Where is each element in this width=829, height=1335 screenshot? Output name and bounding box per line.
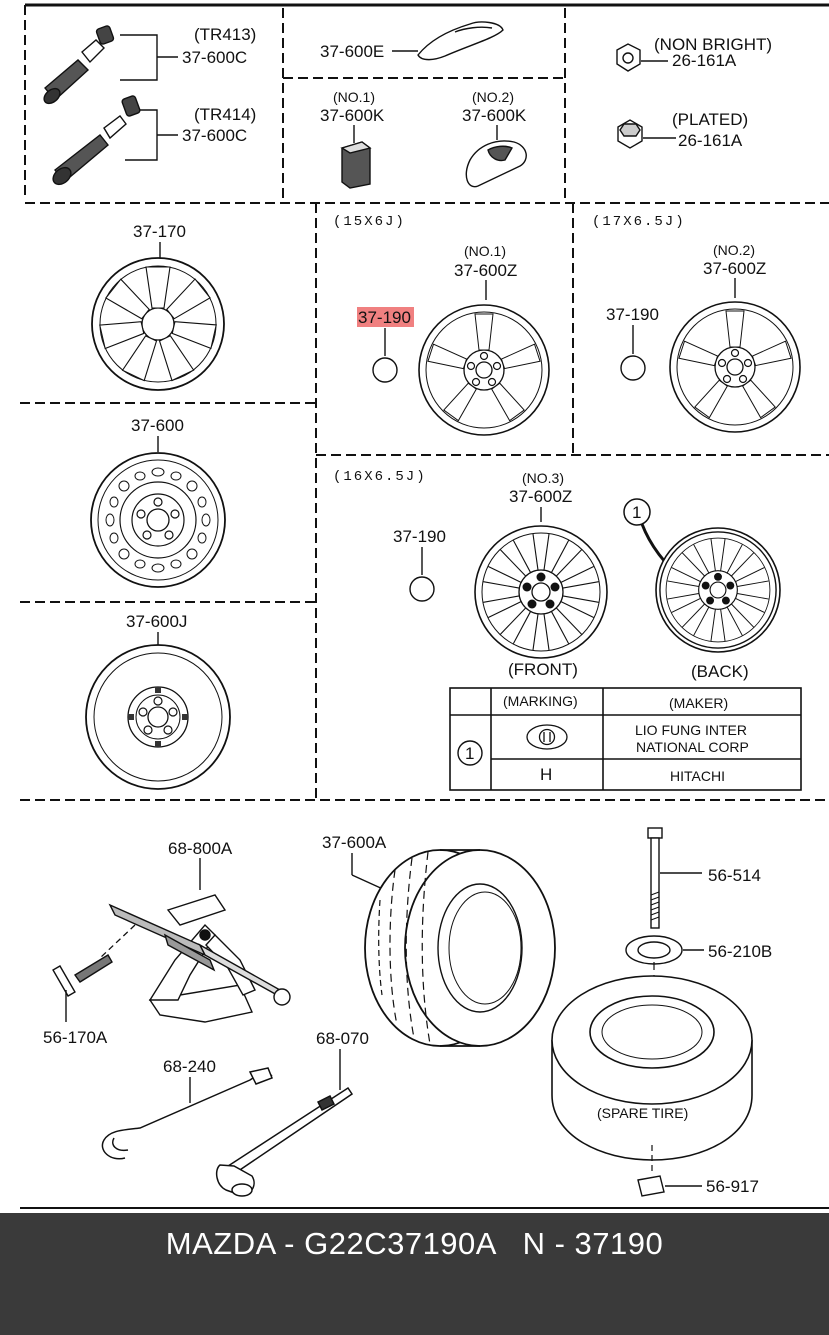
alloy-wheel-17x65	[669, 301, 801, 433]
part-56514-label: 56-514	[708, 866, 761, 885]
part-68070-label: 68-070	[316, 1029, 369, 1048]
maker-1-line2: NATIONAL CORP	[636, 739, 749, 755]
center-cap-37190-b	[620, 355, 646, 381]
callout-marker	[623, 498, 651, 526]
center-cap-37190-c	[409, 576, 435, 602]
wheel-nut-non-bright	[616, 43, 668, 72]
jack-handle-68240	[101, 1067, 273, 1160]
maker-2: HITACHI	[670, 768, 725, 784]
part-56210b-label: 56-210B	[708, 942, 772, 961]
tr414-label: (TR414)	[194, 105, 256, 124]
footer-bar	[0, 1213, 829, 1335]
no2-top-label: (NO.2)	[472, 89, 514, 105]
repair-tool-37600e	[392, 21, 504, 61]
nut-part-number-2: 26-161A	[678, 131, 743, 150]
steel-wheel-37600	[90, 452, 226, 588]
spare-wheel-37600j	[85, 644, 231, 790]
table-row-callout: 1	[465, 744, 474, 763]
part-37600k-1-label: 37-600K	[320, 106, 385, 125]
callout-1-label: 1	[632, 503, 641, 522]
part-68240-label: 68-240	[163, 1057, 216, 1076]
tire-37600a	[364, 849, 556, 1047]
footer-part-number: MAZDA - G22C37190A N - 37190	[165, 1226, 664, 1261]
valve-part-number-2: 37-600C	[182, 126, 247, 145]
marking-2: H	[540, 765, 552, 784]
wheel-37600z-3-label: 37-600Z	[509, 487, 572, 506]
alloy-wheel-16x65-front	[474, 525, 608, 659]
valve-stem-tr413	[43, 25, 178, 105]
hold-bolt-56514	[647, 827, 702, 929]
back-label: (BACK)	[691, 662, 749, 681]
spare-tire-label: (SPARE TIRE)	[597, 1105, 688, 1121]
table-header-maker: (MAKER)	[669, 695, 728, 711]
maker-1-line1: LIO FUNG INTER	[635, 722, 747, 738]
lio-fung-logo	[526, 724, 568, 750]
size-17x65-label: (17X6.5J)	[592, 214, 686, 230]
size-15x6-label: (15X6J)	[333, 214, 406, 230]
part-37600j-label: 37-600J	[126, 612, 187, 631]
part-37190-highlight-label: 37-190	[358, 308, 411, 327]
highlight-37190	[357, 307, 414, 327]
patch-37600k-no1	[340, 125, 372, 189]
table-header-marking: (MARKING)	[503, 693, 578, 709]
alloy-wheel-15x6	[418, 304, 550, 436]
part-37600-label: 37-600	[131, 416, 184, 435]
wheel-37600z-1-label: 37-600Z	[454, 261, 517, 280]
part-56917-label: 56-917	[706, 1177, 759, 1196]
valve-stem-tr414	[52, 95, 178, 186]
wheel-37600z-2-label: 37-600Z	[703, 259, 766, 278]
wheel-no1-label: (NO.1)	[464, 243, 506, 259]
patch-37600k-no2	[465, 125, 527, 188]
wheel-no3-label: (NO.3)	[522, 470, 564, 486]
nut-part-number-1: 26-161A	[672, 51, 737, 70]
front-label: (FRONT)	[508, 660, 578, 679]
section-dividers	[20, 3, 829, 1209]
wheel-nut-plated	[617, 119, 676, 149]
valve-part-number-1: 37-600C	[182, 48, 247, 67]
part-56170a-label: 56-170A	[43, 1028, 108, 1047]
center-cap-37190-a	[372, 357, 398, 383]
part-37600e-label: 37-600E	[320, 42, 384, 61]
part-37600a-label: 37-600A	[322, 833, 387, 852]
no1-top-label: (NO.1)	[333, 89, 375, 105]
part-37190-b-label: 37-190	[606, 305, 659, 324]
spare-tire	[551, 975, 753, 1161]
washer-56210b	[625, 935, 704, 965]
non-bright-label: (NON BRIGHT)	[654, 35, 772, 54]
part-68800a-label: 68-800A	[168, 839, 233, 858]
part-37600k-2-label: 37-600K	[462, 106, 527, 125]
alloy-wheel-16x65-back	[655, 527, 781, 653]
wheel-cover-37170	[91, 257, 225, 391]
scissor-jack-68800a	[108, 894, 291, 1023]
plated-label: (PLATED)	[672, 110, 748, 129]
part-37190-c-label: 37-190	[393, 527, 446, 546]
table-row-callout-circle	[457, 740, 483, 766]
parts-diagram: (TR413) 37-600C (TR414) 37-600C 37-600E …	[20, 3, 829, 1209]
size-16x65-label: (16X6.5J)	[333, 469, 427, 485]
tr413-label: (TR413)	[194, 25, 256, 44]
marking-table	[449, 687, 802, 791]
lug-wrench-68070	[215, 1086, 354, 1197]
wheel-no2-label: (NO.2)	[713, 242, 755, 258]
part-37170-label: 37-170	[133, 222, 186, 241]
jack-bolt-56170a	[52, 954, 113, 1022]
wing-nut-56917	[637, 1175, 702, 1197]
